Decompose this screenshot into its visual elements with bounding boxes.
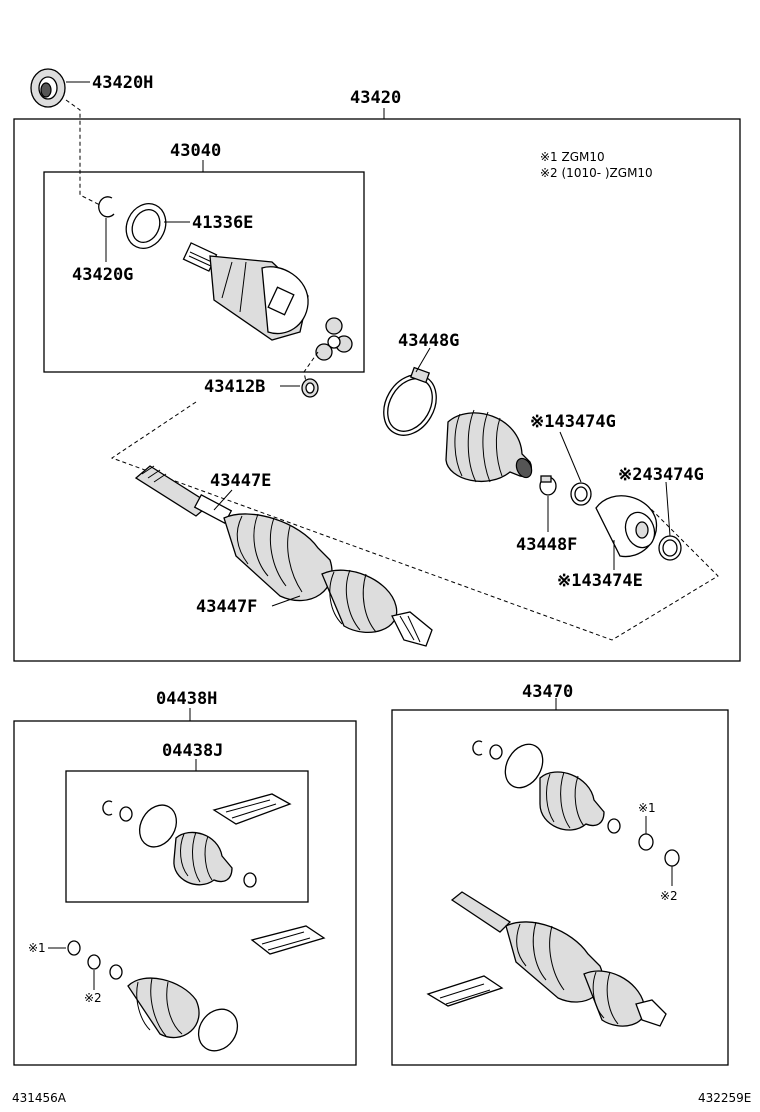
clamp-43448F [539,475,557,496]
label-43447F: 43447F [196,597,257,617]
seal-43420H [30,68,66,108]
label-43447E: 43447E [210,471,271,491]
ring-41336E [125,203,167,249]
diagram-code-right: 432259E [698,1091,751,1105]
label-43420H: 43420H [92,73,153,93]
label-43420: 43420 [350,88,401,108]
label-04438J: 04438J [162,741,223,761]
marker-1-left: ※1 [28,941,46,955]
label-43040: 43040 [170,141,221,161]
ring-43474G-type2 [658,535,682,561]
kit-04438H-parts [67,925,326,1052]
label-43448G: 43448G [398,331,459,351]
damper-43474E [595,495,658,558]
outboard-joint-housing [182,242,309,341]
label-43474G-type2: ※243474G [618,465,704,485]
label-43448F: 43448F [516,535,577,555]
drive-shaft-assembly [134,465,433,647]
assembly-box-43420 [13,118,741,662]
marker-1-right: ※1 [638,801,656,815]
marker-2-left: ※2 [84,991,102,1005]
tripod-joint [315,317,353,361]
note-line-2: ※2 (1010- )ZGM10 [540,166,653,180]
label-43412B: 43412B [204,377,265,397]
subassembly-box-43040 [43,171,365,373]
marker-2-right: ※2 [660,889,678,903]
label-41336E: 41336E [192,213,253,233]
label-43474E: ※143474E [557,571,643,591]
kit-box-04438H [13,720,357,1066]
label-43420G: 43420G [72,265,133,285]
diagram-code-left: 431456A [12,1091,67,1105]
kit-43470-parts [426,740,680,1027]
dashed-group-outline [110,401,719,641]
kit-box-43470 [391,709,729,1066]
label-43474G-type1: ※143474G [530,412,616,432]
label-43470: 43470 [522,682,573,702]
kit-box-04438J [65,770,309,903]
ring-43474G-type1 [570,482,592,506]
ring-43412B [301,378,319,398]
label-04438H: 04438H [156,689,217,709]
snap-ring-43420G [98,196,115,218]
kit-04438J-parts [102,793,292,888]
inboard-boot [445,409,533,483]
band-clamp-43448G [383,366,437,436]
note-line-1: ※1 ZGM10 [540,150,605,164]
